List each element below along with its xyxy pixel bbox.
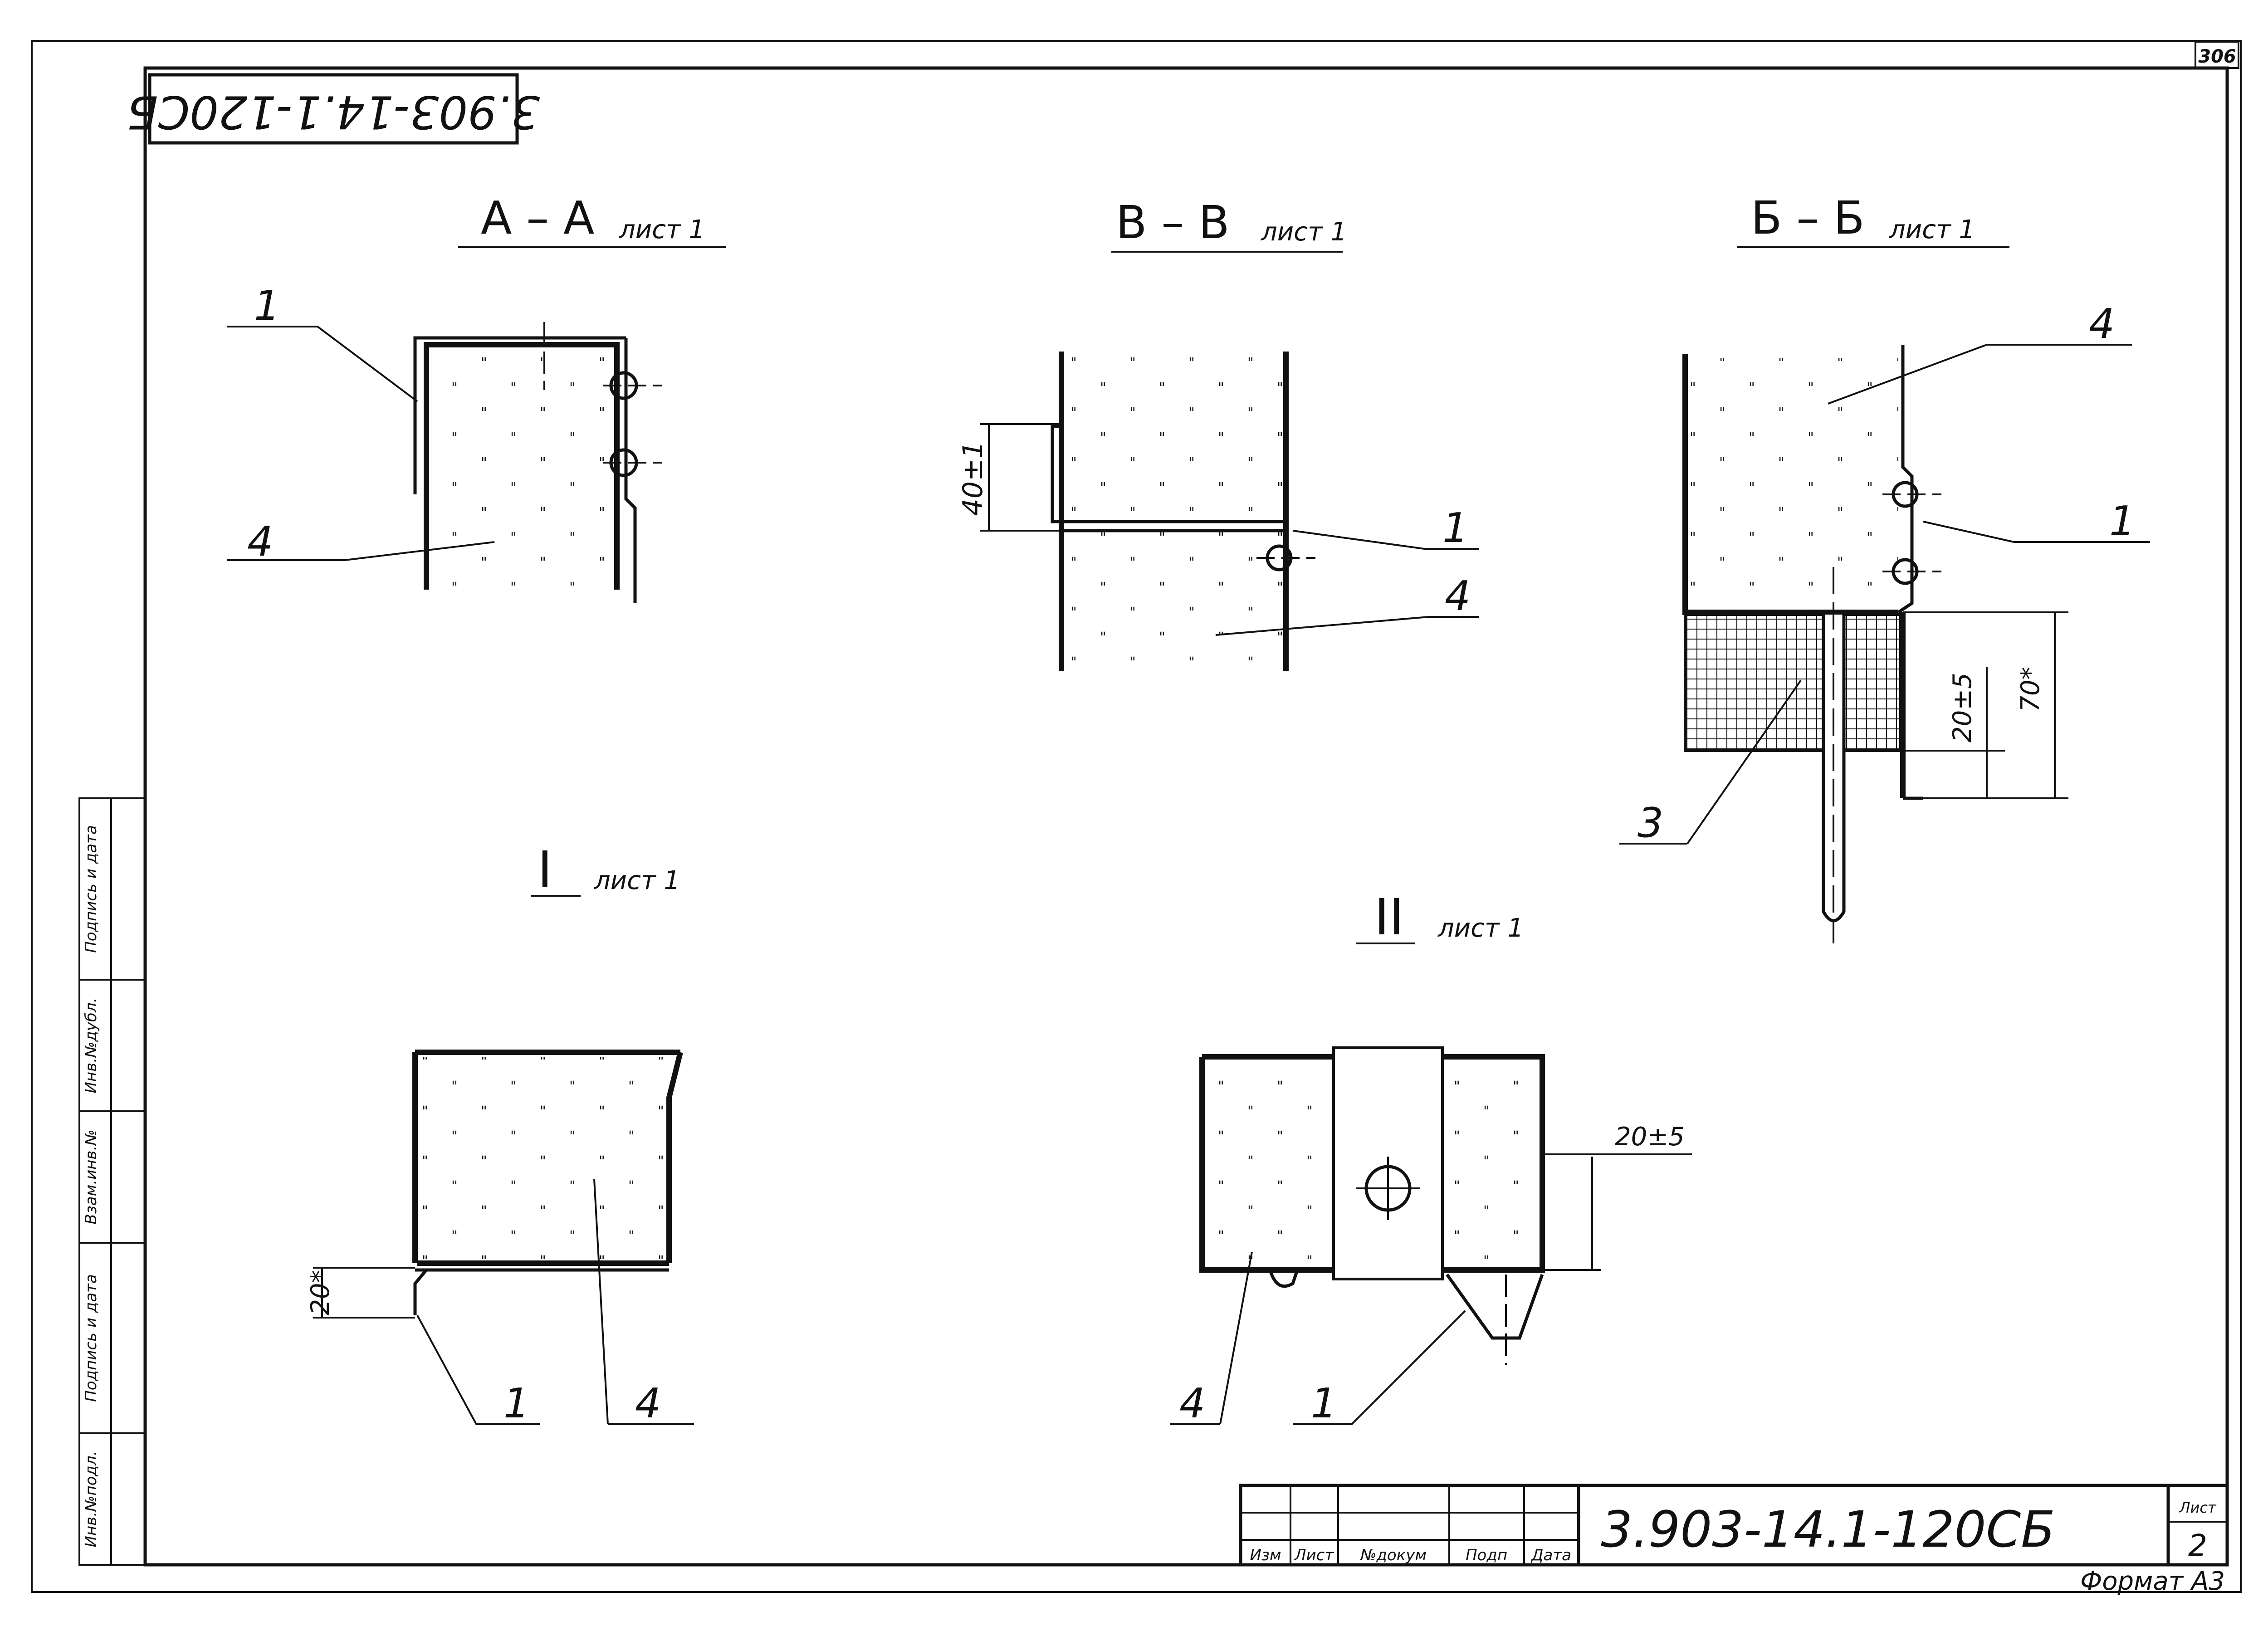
bb-dim-outer: 70* bbox=[2016, 667, 2045, 712]
one-callout-4: 4 bbox=[635, 1380, 661, 1427]
top-stamp: 3.903-14.1-120СБ bbox=[127, 73, 540, 145]
vv-dim-overlap: 40±1 bbox=[957, 441, 989, 516]
aa-insulation bbox=[426, 349, 615, 590]
one-callout-1: 1 bbox=[503, 1380, 529, 1427]
two-insulation-left bbox=[1207, 1061, 1329, 1265]
view-bb-title: Б – Б bbox=[1751, 191, 1865, 244]
bb-callout-1: 1 bbox=[2109, 498, 2135, 545]
side-stamp-field-2: Взам.инв.№ bbox=[82, 1129, 100, 1224]
view-aa-title: А – А bbox=[481, 191, 594, 244]
view-aa-ref: лист 1 bbox=[619, 215, 705, 244]
side-stamp-field-0: Инв.№подл. bbox=[82, 1451, 100, 1548]
corner-page-number: 306 bbox=[2198, 46, 2236, 67]
tb-header-sign: Подп bbox=[1466, 1546, 1507, 1564]
view-one: I лист 1 20* 1 4 bbox=[306, 840, 694, 1427]
one-insulation bbox=[417, 1057, 671, 1261]
corner-page-box bbox=[2195, 41, 2239, 69]
view-vv: В – В лист 1 40±1 1 4 bbox=[957, 196, 1479, 671]
inner-frame bbox=[143, 66, 2229, 1567]
title-block: Изм Лист №докум Подп Дата 3.903-14.1-120… bbox=[1239, 1484, 2229, 1567]
vv-lower-insulation bbox=[1064, 531, 1284, 667]
two-dim-gap: 20±5 bbox=[1615, 1122, 1685, 1152]
vv-callout-4: 4 bbox=[1445, 572, 1471, 620]
two-insulation-right bbox=[1442, 1061, 1542, 1265]
two-callout-4: 4 bbox=[1179, 1380, 1205, 1427]
side-stamp-field-1: Подпись и дата bbox=[82, 1274, 100, 1402]
view-two-title: II bbox=[1374, 888, 1404, 946]
tb-sheet-header: Лист bbox=[2179, 1499, 2216, 1516]
two-callout-1: 1 bbox=[1311, 1380, 1337, 1427]
tb-sheet-number: 2 bbox=[2188, 1528, 2207, 1563]
tb-designation: 3.903-14.1-120СБ bbox=[1601, 1500, 2055, 1558]
view-aa: А – А лист 1 1 4 bbox=[227, 191, 726, 603]
format-label: Формат А3 bbox=[2080, 1567, 2225, 1596]
view-one-title: I bbox=[538, 840, 552, 899]
view-two-ref: лист 1 bbox=[1437, 913, 1524, 943]
bb-insulation bbox=[1687, 358, 1898, 606]
view-two: II лист 1 20±5 4 1 bbox=[1170, 888, 1692, 1427]
aa-callout-4: 4 bbox=[247, 518, 273, 566]
view-one-ref: лист 1 bbox=[594, 866, 680, 895]
bb-dim-inner: 20±5 bbox=[1948, 673, 1977, 742]
side-stamp-field-4: Подпись и дата bbox=[82, 825, 100, 953]
tb-header-doc: №докум bbox=[1359, 1546, 1427, 1564]
bb-callout-3: 3 bbox=[1637, 799, 1663, 847]
tb-header-list: Лист bbox=[1294, 1546, 1334, 1564]
top-stamp-number: 3.903-14.1-120СБ bbox=[127, 86, 540, 139]
tb-header-izm: Изм bbox=[1250, 1546, 1281, 1564]
bb-mesh-right bbox=[1843, 613, 1902, 752]
vv-upper-insulation bbox=[1064, 356, 1284, 524]
view-vv-ref: лист 1 bbox=[1261, 217, 1347, 247]
aa-callout-1: 1 bbox=[254, 282, 280, 330]
outer-border bbox=[31, 40, 2242, 1593]
view-bb-ref: лист 1 bbox=[1889, 215, 1975, 244]
view-bb: Б – Б лист 1 20±5 70* 4 1 bbox=[1619, 191, 2150, 943]
bb-callout-4: 4 bbox=[2089, 300, 2115, 348]
vv-callout-1: 1 bbox=[1442, 504, 1468, 552]
bb-mesh-left bbox=[1684, 613, 1825, 752]
tb-header-date: Дата bbox=[1530, 1546, 1571, 1564]
one-dim-flange: 20* bbox=[306, 1270, 335, 1315]
view-vv-title: В – В bbox=[1116, 196, 1230, 249]
side-stamp-field-3: Инв.№дубл. bbox=[82, 997, 100, 1093]
side-stamp: Инв.№подл. Подпись и дата Взам.инв.№ Инв… bbox=[78, 797, 146, 1566]
